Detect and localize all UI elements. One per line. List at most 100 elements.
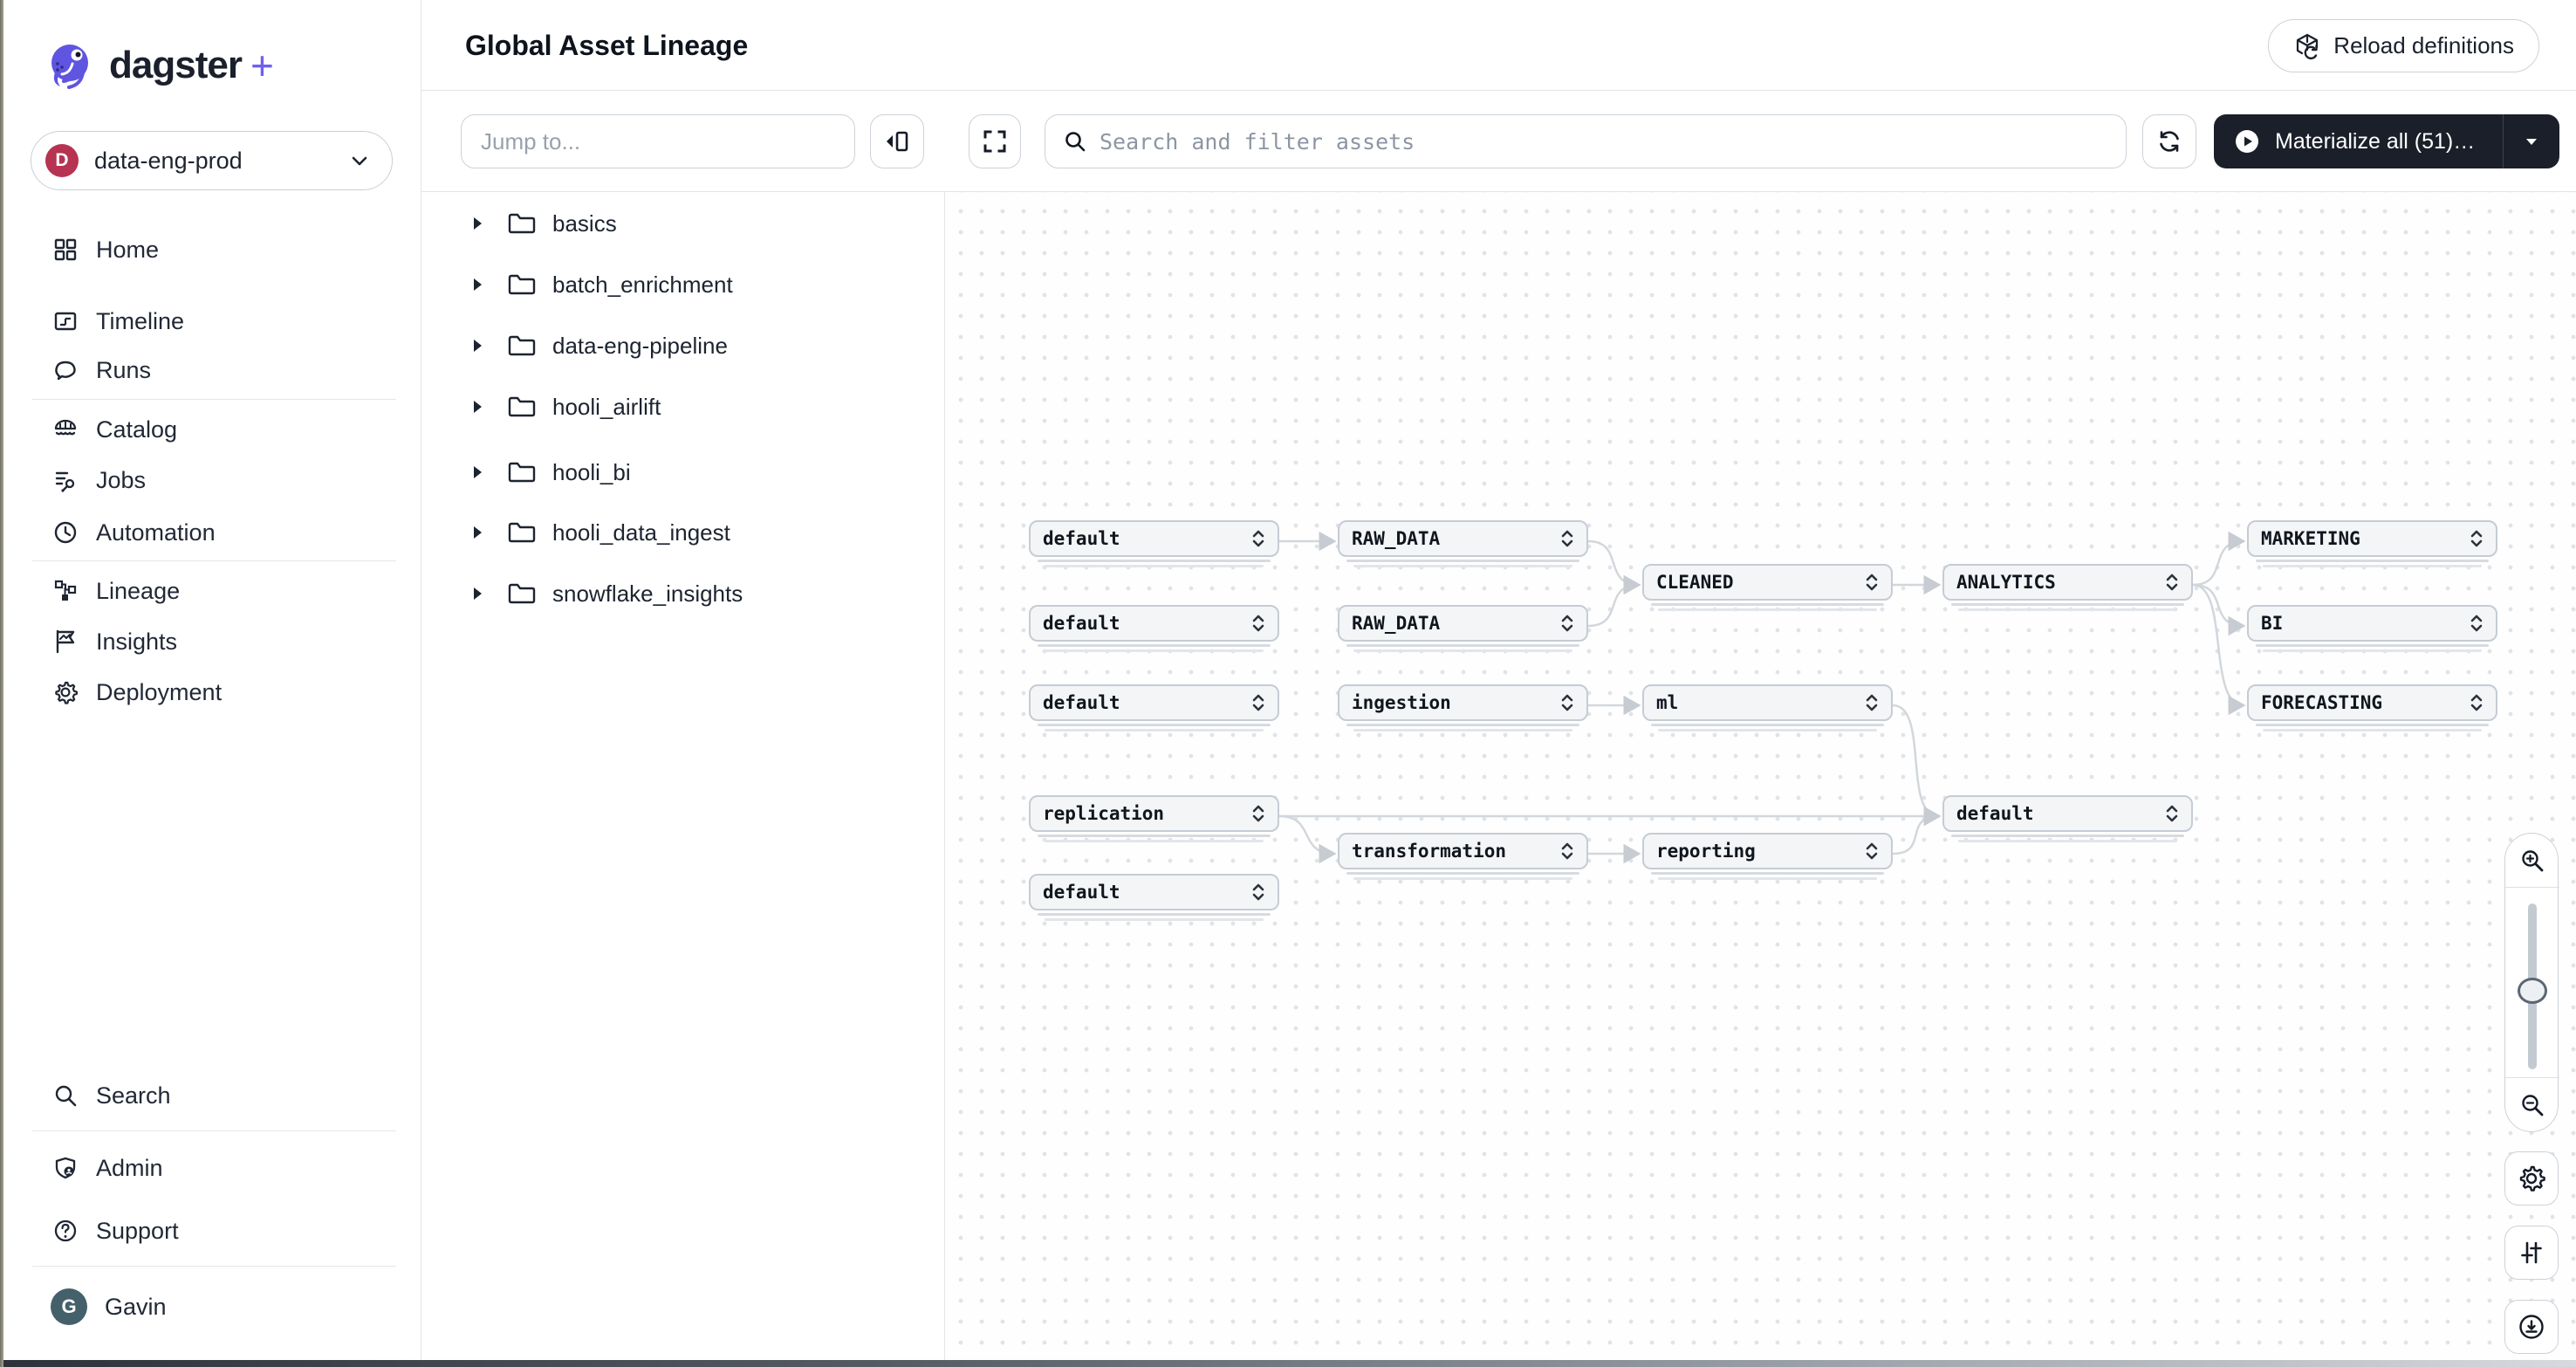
group-node-reporting-14[interactable]: reporting: [1642, 833, 1893, 869]
sidebar-item-lineage[interactable]: Lineage: [30, 570, 400, 612]
sidebar-divider: [32, 1266, 396, 1267]
unfold-icon[interactable]: [1865, 841, 1879, 862]
unfold-icon[interactable]: [2165, 572, 2179, 593]
filter-settings-icon[interactable]: [2504, 1226, 2559, 1280]
tree-folder-batch_enrichment[interactable]: batch_enrichment: [421, 264, 945, 306]
caret-right-icon[interactable]: [470, 524, 484, 541]
sidebar-item-timeline[interactable]: Timeline: [30, 300, 400, 342]
window-bottom-edge: [3, 1360, 2576, 1367]
jump-to-input[interactable]: [461, 114, 855, 168]
canvas-toolbar: Materialize all (51)…: [945, 91, 2576, 192]
materialize-dropdown-toggle[interactable]: [2504, 114, 2559, 168]
unfold-icon[interactable]: [1251, 803, 1265, 824]
asset-search-box[interactable]: [1045, 114, 2127, 168]
user-avatar: G: [51, 1288, 87, 1325]
caret-right-icon[interactable]: [470, 585, 484, 602]
group-node-default-15[interactable]: default: [1942, 795, 2193, 832]
group-node-raw_data-6[interactable]: RAW_DATA: [1338, 605, 1588, 642]
group-node-bi-7[interactable]: BI: [2247, 605, 2497, 642]
lineage-graph-canvas[interactable]: defaultRAW_DATACLEANEDANALYTICSMARKETING…: [945, 192, 2576, 1367]
unfold-icon[interactable]: [1560, 528, 1574, 549]
sidebar-item-label: Lineage: [96, 578, 180, 605]
caret-right-icon[interactable]: [470, 464, 484, 481]
deployment-icon: [52, 679, 79, 705]
sidebar-item-search[interactable]: Search: [30, 1075, 400, 1116]
group-node-default-0[interactable]: default: [1029, 520, 1279, 557]
sidebar-item-automation[interactable]: Automation: [30, 512, 400, 553]
caret-right-icon[interactable]: [470, 215, 484, 232]
tree-folder-hooli_bi[interactable]: hooli_bi: [421, 451, 945, 493]
unfold-icon[interactable]: [1560, 692, 1574, 713]
group-node-transformation-13[interactable]: transformation: [1338, 833, 1588, 869]
reload-definitions-label: Reload definitions: [2333, 32, 2514, 59]
unfold-icon[interactable]: [1865, 572, 1879, 593]
folder-icon: [507, 272, 537, 297]
folder-icon: [507, 211, 537, 236]
group-node-label: RAW_DATA: [1352, 613, 1560, 634]
group-node-label: ingestion: [1352, 692, 1560, 713]
tree-folder-snowflake_insights[interactable]: snowflake_insights: [421, 573, 945, 615]
asset-search-input[interactable]: [1100, 129, 2108, 155]
unfold-icon[interactable]: [1251, 882, 1265, 903]
group-node-raw_data-1[interactable]: RAW_DATA: [1338, 520, 1588, 557]
group-node-forecasting-11[interactable]: FORECASTING: [2247, 684, 2497, 721]
sidebar-item-label: Catalog: [96, 416, 177, 443]
sidebar-item-jobs[interactable]: Jobs: [30, 459, 400, 501]
unfold-icon[interactable]: [2470, 613, 2484, 634]
sidebar-item-insights[interactable]: Insights: [30, 621, 400, 663]
unfold-icon[interactable]: [2470, 528, 2484, 549]
lineage-edge: [2193, 585, 2244, 626]
zoom-slider-handle[interactable]: [2518, 978, 2547, 1004]
group-node-label: ANALYTICS: [1956, 572, 2165, 593]
group-node-default-5[interactable]: default: [1029, 605, 1279, 642]
group-node-cleaned-2[interactable]: CLEANED: [1642, 564, 1893, 601]
group-node-ml-10[interactable]: ml: [1642, 684, 1893, 721]
user-menu[interactable]: G Gavin: [30, 1284, 400, 1329]
reload-cube-icon: [2293, 32, 2321, 60]
group-node-default-16[interactable]: default: [1029, 874, 1279, 910]
zoom-in-icon[interactable]: [2505, 834, 2559, 888]
group-stack-line: [1038, 835, 1271, 837]
sidebar-item-admin[interactable]: Admin: [30, 1147, 400, 1189]
caret-right-icon[interactable]: [470, 398, 484, 416]
search-icon: [52, 1082, 79, 1109]
group-node-analytics-3[interactable]: ANALYTICS: [1942, 564, 2193, 601]
unfold-icon[interactable]: [2470, 692, 2484, 713]
group-node-replication-12[interactable]: replication: [1029, 795, 1279, 832]
tree-folder-data-eng-pipeline[interactable]: data-eng-pipeline: [421, 325, 945, 367]
lineage-edge: [1893, 816, 1939, 854]
group-node-label: replication: [1043, 803, 1251, 824]
unfold-icon[interactable]: [1251, 613, 1265, 634]
tree-folder-basics[interactable]: basics: [421, 203, 945, 244]
zoom-out-icon[interactable]: [2505, 1077, 2559, 1131]
unfold-icon[interactable]: [1560, 841, 1574, 862]
sidebar-item-home[interactable]: Home: [30, 229, 400, 271]
reload-definitions-button[interactable]: Reload definitions: [2268, 19, 2539, 72]
materialize-all-button[interactable]: Materialize all (51)…: [2214, 114, 2559, 168]
caret-right-icon[interactable]: [470, 276, 484, 293]
graph-settings-icon[interactable]: [2504, 1151, 2559, 1206]
unfold-icon[interactable]: [1560, 613, 1574, 634]
edge-layer: [945, 192, 2576, 1367]
tree-folder-hooli_airlift[interactable]: hooli_airlift: [421, 386, 945, 428]
group-node-ingestion-9[interactable]: ingestion: [1338, 684, 1588, 721]
fullscreen-icon[interactable]: [969, 114, 1021, 168]
workspace-selector[interactable]: D data-eng-prod: [31, 131, 393, 190]
group-node-marketing-4[interactable]: MARKETING: [2247, 520, 2497, 557]
refresh-icon[interactable]: [2142, 114, 2196, 168]
lineage-edge: [1279, 816, 1334, 854]
unfold-icon[interactable]: [2165, 803, 2179, 824]
sidebar-item-label: Insights: [96, 629, 177, 656]
unfold-icon[interactable]: [1865, 692, 1879, 713]
sidebar-item-catalog[interactable]: Catalog: [30, 409, 400, 450]
sidebar-item-runs[interactable]: Runs: [30, 349, 400, 391]
sidebar-item-support[interactable]: Support: [30, 1210, 400, 1252]
download-image-icon[interactable]: [2504, 1300, 2559, 1354]
caret-right-icon[interactable]: [470, 337, 484, 354]
group-node-default-8[interactable]: default: [1029, 684, 1279, 721]
unfold-icon[interactable]: [1251, 692, 1265, 713]
collapse-panel-button[interactable]: [870, 114, 924, 168]
unfold-icon[interactable]: [1251, 528, 1265, 549]
sidebar-item-deployment[interactable]: Deployment: [30, 671, 400, 713]
tree-folder-hooli_data_ingest[interactable]: hooli_data_ingest: [421, 512, 945, 553]
